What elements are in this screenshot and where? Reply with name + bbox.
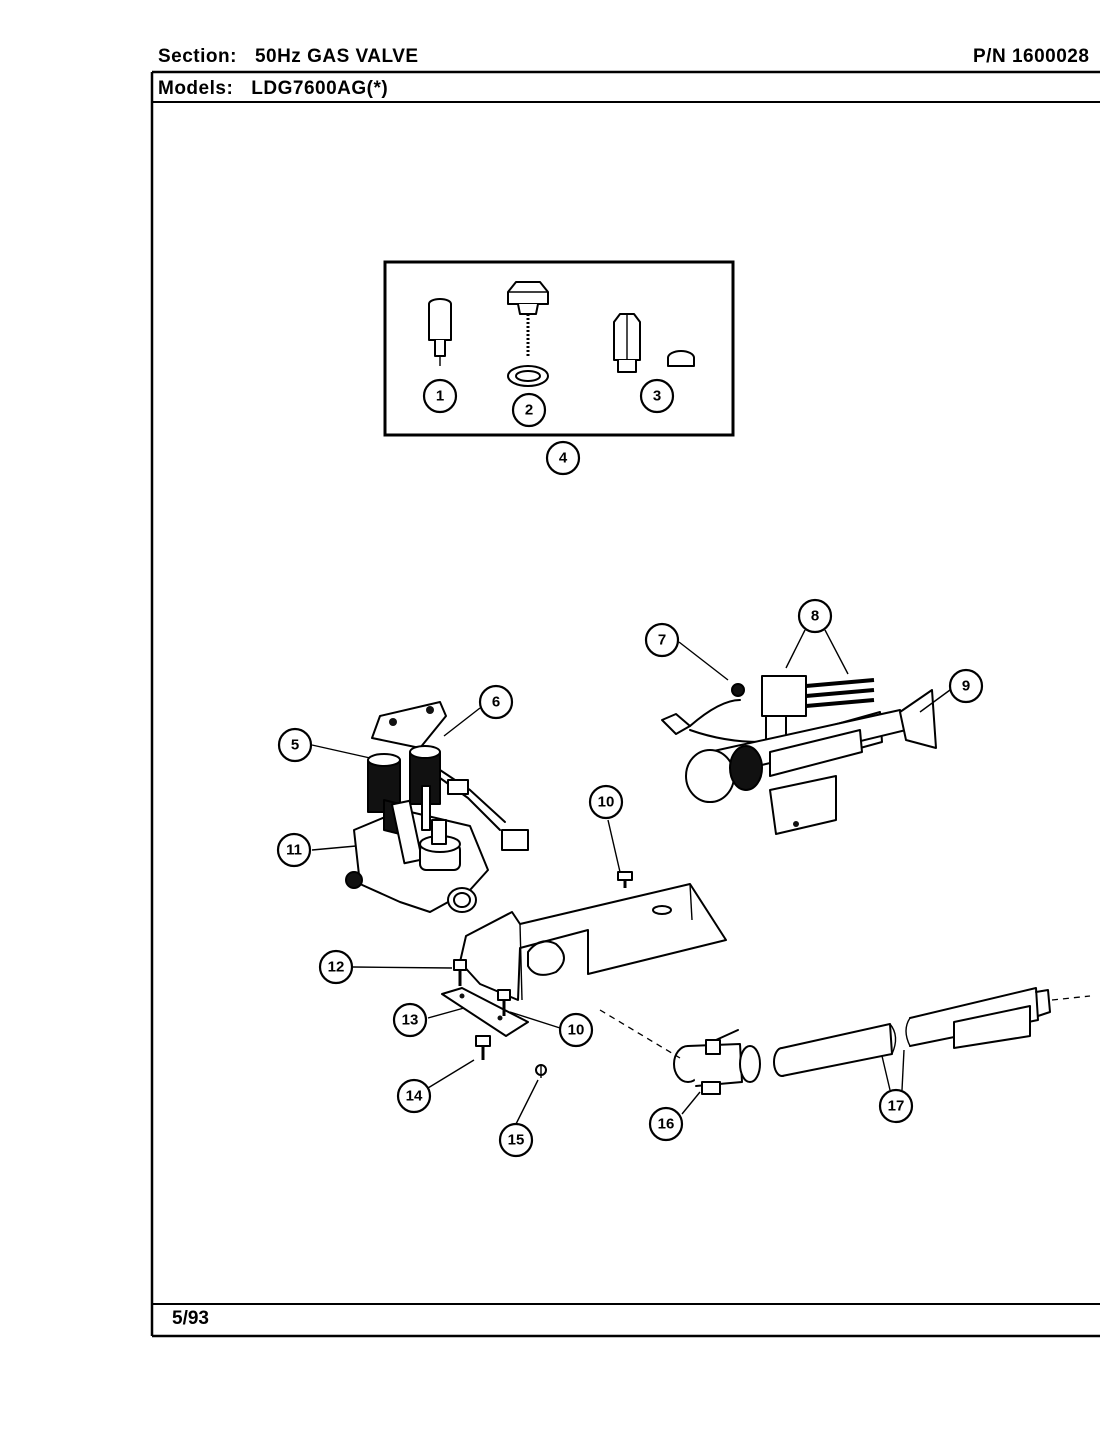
callout-13: 13: [392, 1002, 428, 1038]
svg-text:5: 5: [291, 737, 299, 754]
svg-text:13: 13: [402, 1012, 419, 1029]
callout-12: 12: [318, 949, 354, 985]
callout-9: 9: [948, 668, 984, 704]
part-number: P/N 1600028: [973, 46, 1089, 68]
callout-10-upper: 10: [588, 784, 624, 820]
models-label: Models:: [158, 78, 234, 99]
screw-washer-part: [507, 281, 549, 387]
callout-16: 16: [648, 1106, 684, 1142]
callout-8: 8: [797, 598, 833, 634]
callout-1: 1: [422, 378, 458, 414]
svg-text:3: 3: [653, 388, 661, 405]
svg-text:11: 11: [286, 842, 302, 859]
solenoid-coil-assembly: [367, 701, 506, 831]
svg-text:7: 7: [658, 632, 666, 649]
svg-text:14: 14: [406, 1088, 423, 1105]
callout-2: 2: [511, 392, 547, 428]
hex-orifice-part: [613, 313, 695, 373]
page-frame: [150, 70, 1100, 1338]
gas-pipe-part: [773, 987, 1051, 1077]
callout-5: 5: [277, 727, 313, 763]
orifice-spud-part: [428, 298, 452, 366]
callout-17: 17: [878, 1088, 914, 1124]
callout-10-lower: 10: [558, 1012, 594, 1048]
gas-valve-body: [345, 785, 529, 913]
mounting-bracket: [441, 883, 727, 1037]
models-header: Models: LDG7600AG(*): [158, 78, 388, 100]
svg-text:4: 4: [559, 450, 568, 467]
callout-3: 3: [639, 378, 675, 414]
callout-14: 14: [396, 1078, 432, 1114]
callout-7: 7: [644, 622, 680, 658]
svg-text:15: 15: [508, 1132, 525, 1149]
shutoff-valve-part: [673, 1029, 761, 1095]
svg-text:2: 2: [525, 402, 533, 419]
revision-date: 5/93: [172, 1308, 209, 1329]
svg-text:6: 6: [492, 694, 500, 711]
svg-text:16: 16: [658, 1116, 675, 1133]
alignment-line: [1051, 995, 1091, 1001]
leader-lines: [311, 629, 951, 1125]
burner-igniter-assembly: [661, 675, 937, 835]
svg-text:17: 17: [888, 1098, 905, 1115]
callout-4: 4: [545, 440, 581, 476]
pn-label: P/N: [973, 46, 1007, 67]
svg-text:10: 10: [568, 1022, 585, 1039]
svg-text:12: 12: [328, 959, 345, 976]
kit-box: [383, 260, 735, 437]
svg-text:1: 1: [436, 388, 444, 405]
callout-6: 6: [478, 684, 514, 720]
svg-text:10: 10: [598, 794, 615, 811]
section-value: 50Hz GAS VALVE: [254, 46, 419, 67]
callout-11: 11: [276, 832, 312, 868]
pn-value: 1600028: [1011, 46, 1090, 67]
models-value: LDG7600AG(*): [251, 78, 389, 99]
section-header: Section: 50Hz GAS VALVE: [158, 46, 419, 68]
svg-text:8: 8: [811, 608, 819, 625]
screws: [453, 871, 633, 1078]
section-label: Section:: [158, 46, 237, 67]
svg-text:9: 9: [962, 678, 970, 695]
alignment-line: [599, 1009, 681, 1059]
callout-15: 15: [498, 1122, 534, 1158]
